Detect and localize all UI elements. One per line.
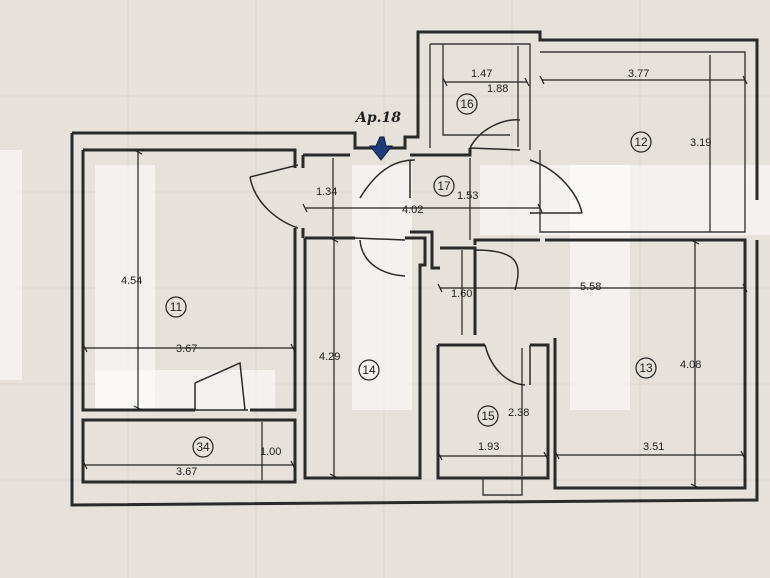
watermark xyxy=(0,150,770,410)
dim-r14-height: 4.29 xyxy=(319,351,340,363)
dim-hall-width: 4.02 xyxy=(402,204,423,216)
dim-r11-width: 3.67 xyxy=(176,343,197,355)
room-17-number: 17 xyxy=(437,179,451,193)
dim-r11-height: 4.54 xyxy=(121,275,142,287)
room-15 xyxy=(436,343,550,496)
dim-r12-height: 3.19 xyxy=(690,137,711,149)
room-numbers: 11 12 13 14 15 16 17 34 xyxy=(165,93,657,458)
room-34-number: 34 xyxy=(196,440,210,454)
room-16-marker xyxy=(456,93,478,115)
dim-r13-height: 4.08 xyxy=(680,359,701,371)
dim-r34-width: 3.67 xyxy=(176,466,197,478)
dim-r16-height: 1.88 xyxy=(487,83,508,95)
room-13-number: 13 xyxy=(639,361,653,375)
dimension-labels: 1.47 1.88 3.77 3.19 1.34 4.02 1.53 4.54 … xyxy=(121,68,711,478)
room-17 xyxy=(359,119,583,291)
dim-r12-width: 3.77 xyxy=(628,68,649,80)
room-34-marker xyxy=(192,436,214,458)
dim-entry: 1.34 xyxy=(316,186,337,198)
room-15-marker xyxy=(477,405,499,427)
entry-vestibule xyxy=(249,153,350,238)
room-11-number: 11 xyxy=(170,300,183,314)
dim-r13-width: 3.51 xyxy=(643,441,664,453)
dim-r13-top: 5.58 xyxy=(580,281,601,293)
dim-r15-height: 2.38 xyxy=(508,407,529,419)
room-12-marker xyxy=(630,131,652,153)
room-11-marker xyxy=(165,296,187,318)
room-14-marker xyxy=(358,359,380,381)
room-13-marker xyxy=(635,357,657,379)
apartment-label: Ap.18 xyxy=(354,110,401,126)
dim-r17-height: 1.53 xyxy=(457,190,478,202)
dim-hall-lower: 1.60 xyxy=(451,288,472,300)
room-12-number: 12 xyxy=(634,135,648,149)
room-13 xyxy=(440,238,747,490)
room-17-marker xyxy=(433,175,455,197)
room-16-number: 16 xyxy=(460,97,474,111)
dimension-lines xyxy=(82,46,748,489)
room-11 xyxy=(81,148,297,412)
outer-walls xyxy=(70,30,759,507)
entrance-arrow-icon xyxy=(368,136,394,161)
room-14-number: 14 xyxy=(362,363,376,377)
dim-r16-width: 1.47 xyxy=(471,68,492,80)
room-15-number: 15 xyxy=(481,409,495,423)
dim-r15-width: 1.93 xyxy=(478,441,499,453)
room-16 xyxy=(442,44,510,136)
dim-r34-height: 1.00 xyxy=(260,446,281,458)
